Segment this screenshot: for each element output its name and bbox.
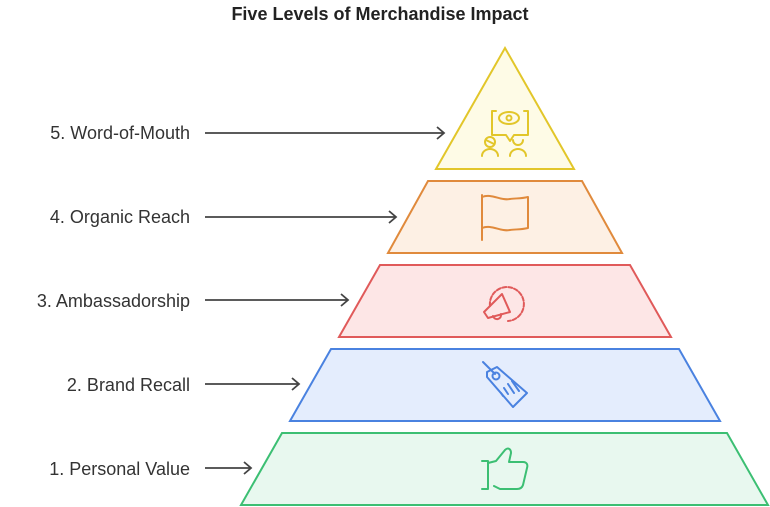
level-4-shape (386, 180, 624, 254)
level-1-personal-value: 1. Personal Value (49, 432, 770, 506)
level-2-brand-recall: 2. Brand Recall (67, 348, 722, 422)
level-1-shape (239, 432, 770, 506)
level-3-arrow (205, 293, 350, 307)
level-5-label: 5. Word-of-Mouth (50, 123, 190, 143)
level-5-shape (434, 45, 576, 170)
level-5-arrow (205, 126, 446, 140)
level-5-word-of-mouth: 5. Word-of-Mouth (50, 45, 576, 170)
eye-speech-people-icon (481, 110, 529, 157)
level-4-label: 4. Organic Reach (50, 207, 190, 227)
thumbs-up-icon (481, 447, 529, 490)
level-2-label: 2. Brand Recall (67, 375, 190, 395)
flag-icon (481, 194, 529, 241)
level-4-arrow (205, 210, 398, 224)
level-4-organic-reach: 4. Organic Reach (50, 180, 624, 254)
level-3-ambassadorship: 3. Ambassadorship (37, 264, 673, 338)
level-1-arrow (205, 461, 253, 475)
level-2-shape (288, 348, 722, 422)
price-tag-icon (482, 361, 528, 408)
level-1-label: 1. Personal Value (49, 459, 190, 479)
diagram-title: Five Levels of Merchandise Impact (231, 4, 528, 24)
megaphone-badge-icon (483, 286, 525, 322)
level-2-arrow (205, 377, 301, 391)
level-3-label: 3. Ambassadorship (37, 291, 190, 311)
